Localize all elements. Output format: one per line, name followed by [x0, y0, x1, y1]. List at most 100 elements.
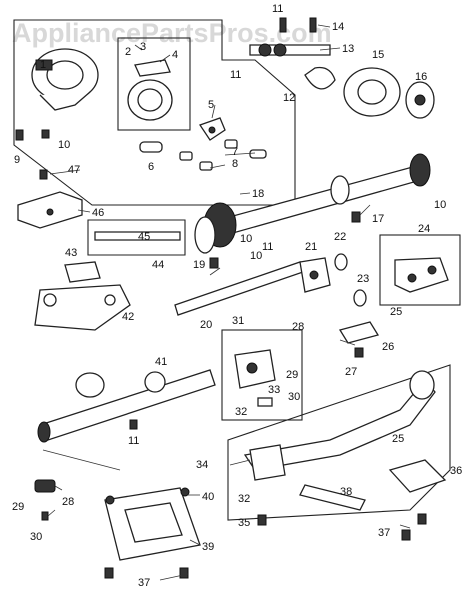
- rotary-hook-part: [343, 67, 401, 117]
- label-28a: 28: [292, 321, 304, 333]
- label-39: 39: [202, 541, 214, 553]
- label-8: 8: [232, 158, 238, 170]
- plate-part-36: [388, 459, 447, 493]
- label-14: 14: [332, 21, 344, 33]
- label-15: 15: [372, 49, 384, 61]
- screw-part-47: [39, 169, 48, 180]
- rod-group-outline: [87, 219, 186, 256]
- label-11c: 11: [262, 241, 273, 253]
- plate-part-26: [338, 321, 380, 344]
- bracket-part-46: [17, 191, 83, 229]
- spring-part-28: [34, 479, 56, 493]
- screw-parts-6-7-8: [139, 139, 267, 171]
- screw-part-37b: [179, 567, 189, 579]
- label-31: 31: [232, 315, 244, 327]
- main-shaft-part: [194, 153, 431, 254]
- screw-part-11: [129, 419, 138, 430]
- bobbin-disc-part: [127, 59, 173, 121]
- rock-shaft-part-41: [37, 369, 216, 443]
- label-25a: 25: [390, 306, 402, 318]
- label-29a: 29: [286, 369, 298, 381]
- crank-part-24: [394, 257, 449, 293]
- label-44: 44: [152, 259, 164, 271]
- label-23: 23: [357, 273, 369, 285]
- label-24: 24: [418, 223, 430, 235]
- label-30b: 30: [30, 531, 42, 543]
- label-11a: 11: [230, 69, 241, 81]
- label-2: 2: [125, 46, 131, 58]
- label-32a: 32: [235, 406, 247, 418]
- label-9: 9: [14, 154, 20, 166]
- label-16: 16: [415, 71, 427, 83]
- label-11b: 11: [272, 3, 283, 15]
- screw-part-27: [354, 347, 364, 358]
- screw-part-9: [15, 129, 24, 141]
- label-10a: 10: [58, 139, 70, 151]
- label-22: 22: [334, 231, 346, 243]
- label-10d: 10: [240, 233, 252, 245]
- label-30a: 30: [288, 391, 300, 403]
- feed-bar-part: [243, 370, 436, 481]
- label-40: 40: [202, 491, 214, 503]
- leader-lines: [42, 24, 411, 581]
- label-37b: 37: [138, 577, 150, 589]
- label-13: 13: [342, 43, 354, 55]
- screw-part-35: [257, 514, 267, 526]
- rod-part-44: [94, 231, 181, 241]
- label-4: 4: [172, 49, 178, 61]
- label-37a: 37: [378, 527, 390, 539]
- label-21: 21: [305, 241, 317, 253]
- hook-assembly-part: [31, 48, 99, 111]
- label-26: 26: [382, 341, 394, 353]
- link-part-21: [299, 257, 331, 293]
- label-43: 43: [65, 247, 77, 259]
- label-7: 7: [232, 146, 238, 158]
- screw-part-17: [351, 211, 361, 223]
- upper-group-outline: [13, 19, 296, 206]
- screw-part-37d: [417, 513, 427, 525]
- label-6: 6: [148, 161, 154, 173]
- label-25b: 25: [392, 433, 404, 445]
- label-41: 41: [155, 356, 167, 368]
- label-46: 46: [92, 207, 104, 219]
- label-47: 47: [68, 164, 80, 176]
- label-17: 17: [372, 213, 384, 225]
- label-38: 38: [340, 486, 352, 498]
- label-35: 35: [238, 517, 250, 529]
- inset-box-24: [379, 234, 461, 306]
- label-5: 5: [208, 99, 214, 111]
- label-18: 18: [252, 188, 264, 200]
- label-29b: 29: [12, 501, 24, 513]
- screw-part-37a: [104, 567, 114, 579]
- screw-part-30: [41, 511, 49, 521]
- label-33: 33: [268, 384, 280, 396]
- label-27: 27: [345, 366, 357, 378]
- screw-part-19: [209, 257, 219, 269]
- part-labels: 1 2 3 4 5 6 7 8 9 10 10 10 10 11 11 11 1…: [12, 3, 462, 589]
- lever-part-5: [198, 117, 226, 141]
- label-20: 20: [200, 319, 212, 331]
- ring-part-22: [334, 253, 348, 271]
- label-19: 19: [193, 259, 205, 271]
- label-32b: 32: [238, 493, 250, 505]
- screw-part-10: [41, 129, 50, 139]
- ring-part-23: [353, 289, 367, 307]
- clamp-part-31: [234, 349, 276, 407]
- label-42: 42: [122, 311, 134, 323]
- label-28b: 28: [62, 496, 74, 508]
- label-10c: 10: [434, 199, 446, 211]
- label-34: 34: [196, 459, 208, 471]
- label-36: 36: [450, 465, 462, 477]
- screw-part-37c: [401, 529, 411, 541]
- label-12: 12: [283, 92, 295, 104]
- label-11d: 11: [128, 435, 139, 447]
- inset-box-3-4: [117, 37, 191, 131]
- inset-box-31: [221, 329, 303, 421]
- watermark-text: AppliancePartsPros.com: [12, 18, 332, 48]
- label-10b: 10: [250, 250, 262, 262]
- bobbin-case-part: [405, 81, 435, 119]
- bar-part-38: [299, 484, 366, 511]
- frame-bracket-part-42: [34, 261, 131, 331]
- shaft-hook-assembly: [249, 17, 336, 90]
